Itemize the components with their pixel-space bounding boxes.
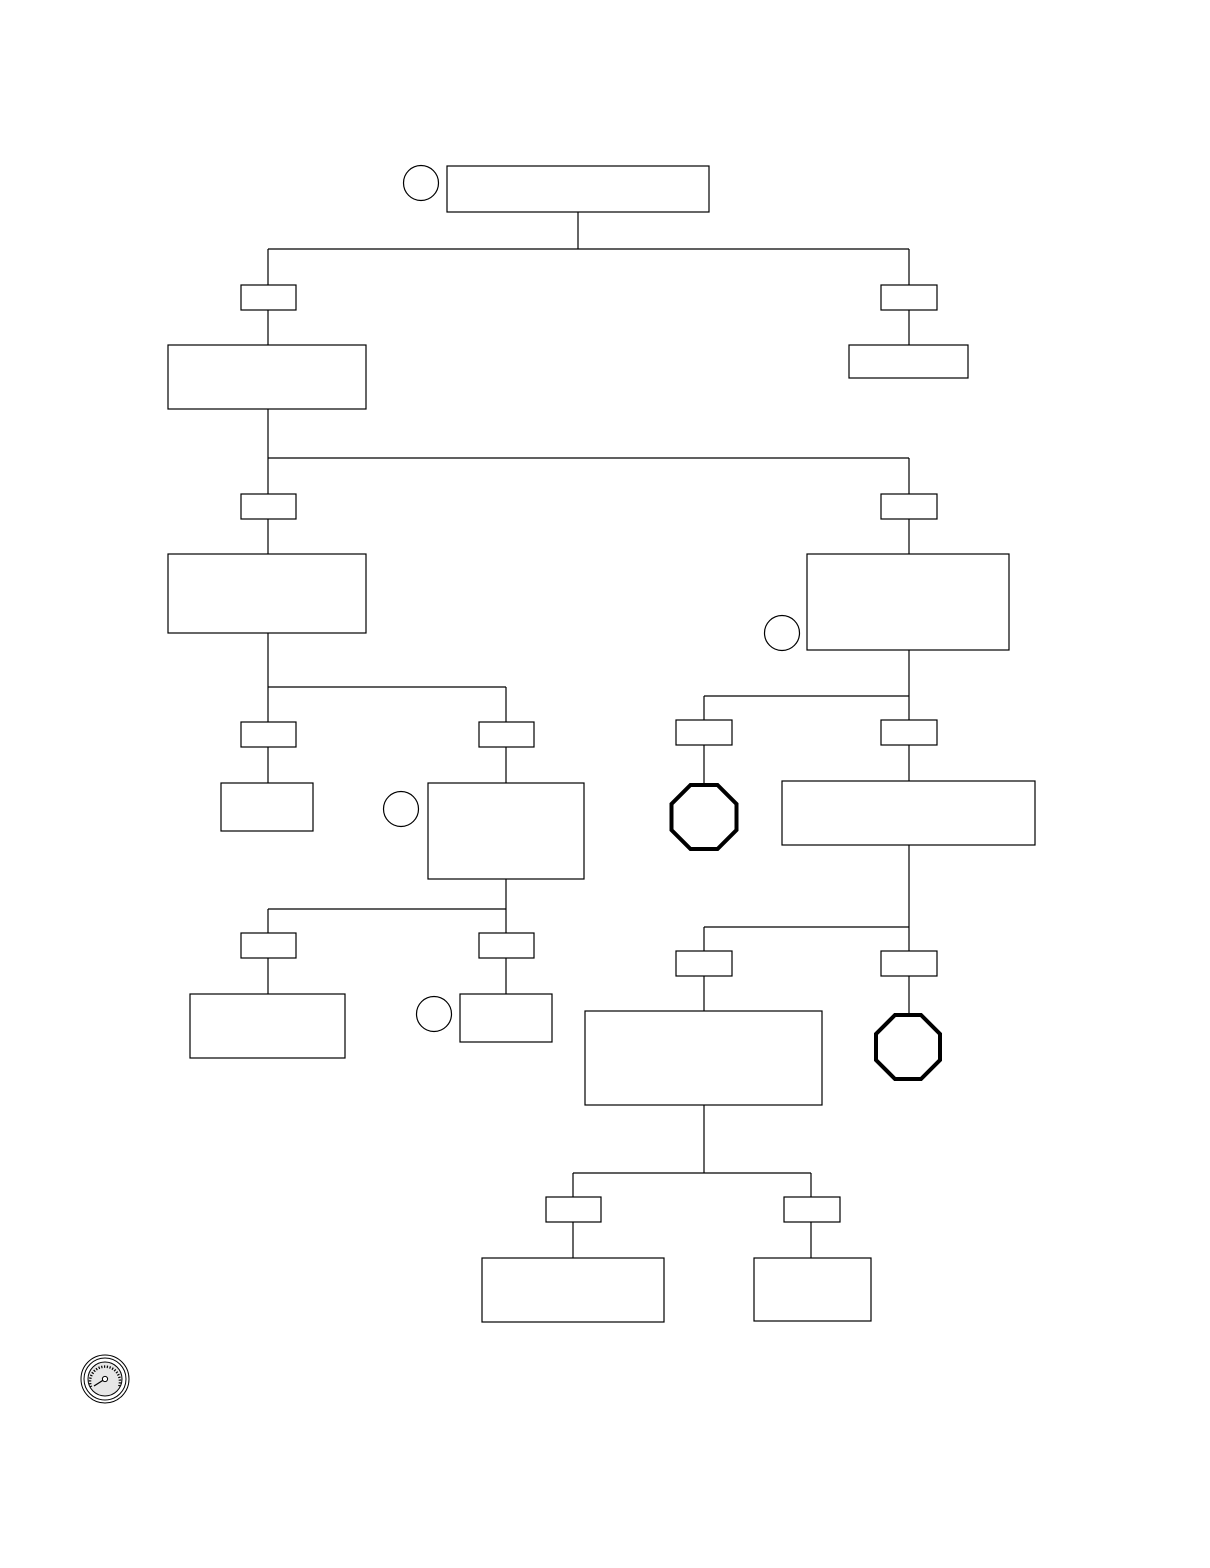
box-left-level-2 xyxy=(167,553,367,634)
branch-label-box xyxy=(240,721,297,748)
box-right-level-3 xyxy=(781,780,1036,846)
branch-label-box xyxy=(880,719,938,746)
step-circle-icon xyxy=(382,790,420,828)
gauge-icon xyxy=(80,1354,130,1404)
box-bottom-leaf-b xyxy=(753,1257,872,1322)
box-bottom-leaf-a xyxy=(481,1257,665,1323)
branch-label-box xyxy=(880,493,938,520)
branch-label-box xyxy=(240,493,297,520)
box-left-leaf-a xyxy=(220,782,314,832)
step-circle-icon xyxy=(402,164,440,202)
box-left-level-1 xyxy=(167,344,367,410)
box-right-level-4 xyxy=(584,1010,823,1106)
branch-label-box xyxy=(478,721,535,748)
step-circle-icon xyxy=(763,614,801,652)
root-box xyxy=(446,165,710,213)
step-circle-icon xyxy=(415,995,453,1033)
branch-label-box xyxy=(478,932,535,959)
box-left-leaf-b xyxy=(189,993,346,1059)
branch-label-box xyxy=(240,932,297,959)
stop-octagon-icon xyxy=(874,1013,942,1081)
connector-lines xyxy=(267,212,910,1258)
box-right-level-1 xyxy=(848,344,969,379)
branch-label-box xyxy=(240,284,297,311)
branch-label-box xyxy=(675,950,733,977)
branch-label-box xyxy=(783,1196,841,1223)
branch-label-box xyxy=(880,284,938,311)
branch-label-box xyxy=(880,950,938,977)
stop-octagon-icon xyxy=(669,783,739,851)
branch-label-box xyxy=(675,719,733,746)
branch-label-box xyxy=(545,1196,602,1223)
box-right-level-2 xyxy=(806,553,1010,651)
box-left-leaf-c xyxy=(459,993,553,1043)
box-left-level-3 xyxy=(427,782,585,880)
